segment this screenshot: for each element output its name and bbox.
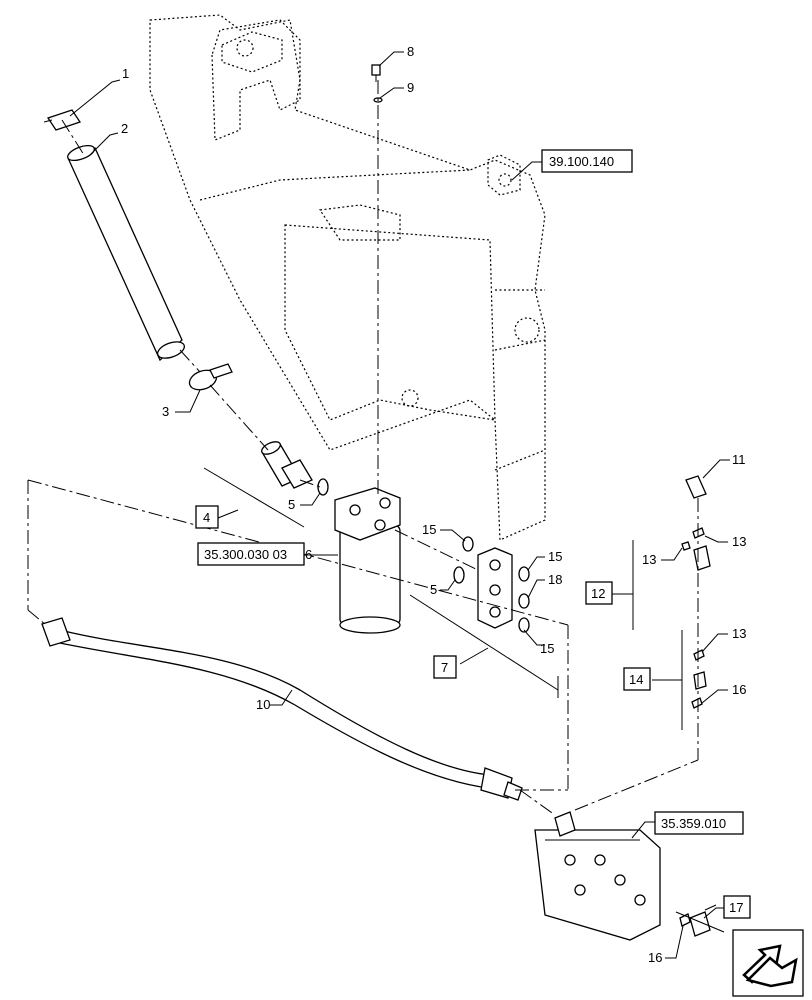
callout-1: 1 (122, 66, 129, 81)
callout-16b: 16 (648, 950, 662, 965)
reference-box-frame[interactable]: 39.100.140 (541, 149, 633, 173)
reference-box-valve[interactable]: 35.359.010 (654, 811, 744, 835)
hose-adapter (261, 441, 313, 489)
part-13-seal-c (693, 649, 705, 661)
part-15-o-ring-c (518, 617, 530, 633)
part-18-o-ring (518, 593, 530, 609)
callout-13a: 13 (732, 534, 746, 549)
callout-16a: 16 (732, 682, 746, 697)
callout-10: 10 (256, 697, 270, 712)
callout-13c: 13 (732, 626, 746, 641)
callout-9: 9 (407, 80, 414, 95)
part-5-o-ring (317, 478, 329, 496)
callout-labels: 1 2 3 5 6 8 9 10 11 13 13 13 15 5 15 18 … (121, 44, 746, 965)
svg-text:12: 12 (591, 586, 605, 601)
callout-2: 2 (121, 121, 128, 136)
svg-text:17: 17 (729, 900, 743, 915)
callout-13b: 13 (642, 552, 656, 567)
part-3-clamp (188, 363, 233, 391)
svg-text:14: 14 (629, 672, 643, 687)
callout-11: 11 (732, 452, 746, 467)
svg-text:4: 4 (203, 510, 210, 525)
manifold-block (477, 547, 513, 629)
mount-bracket (211, 19, 301, 141)
callout-5: 5 (288, 497, 295, 512)
svg-text:39.100.140: 39.100.140 (549, 154, 614, 169)
svg-text:35.359.010: 35.359.010 (661, 816, 726, 831)
part-15-o-ring-b (518, 566, 530, 582)
part-11-fitting (685, 475, 707, 499)
leader-lines (69, 51, 730, 959)
boxed-item-14: 14 (623, 667, 651, 691)
part-2-hose (67, 144, 186, 362)
svg-text:7: 7 (441, 660, 448, 675)
tank-fitting (487, 154, 521, 196)
part-15-o-ring-a (462, 536, 474, 552)
callout-15c: 15 (540, 641, 554, 656)
part-6-filter (334, 487, 401, 634)
callout-15b: 15 (548, 549, 562, 564)
chassis-frame (149, 14, 546, 541)
callout-18: 18 (548, 572, 562, 587)
assembly-lines (27, 80, 699, 816)
part-5-o-ring-b (453, 566, 465, 584)
part-8-bolt (371, 64, 381, 82)
part-14-fitting (693, 671, 707, 690)
boxed-item-7: 7 (433, 655, 457, 679)
svg-text:35.300.030 03: 35.300.030 03 (204, 547, 287, 562)
callout-5b: 5 (430, 582, 437, 597)
part-16-seal-a (691, 697, 703, 709)
part-10-hose (41, 617, 523, 801)
callout-6: 6 (305, 547, 312, 562)
callout-15a: 15 (422, 522, 436, 537)
control-valve (534, 811, 661, 941)
part-12-fitting (693, 545, 711, 571)
boxed-item-12: 12 (585, 581, 613, 605)
part-17-plug (689, 911, 711, 937)
callout-3: 3 (162, 404, 169, 419)
arrow-icon[interactable] (732, 929, 804, 997)
part-13-seal-b (681, 541, 691, 551)
reference-box-filter[interactable]: 35.300.030 03 (197, 542, 305, 566)
boxed-item-17: 17 (723, 895, 751, 919)
callout-8: 8 (407, 44, 414, 59)
boxed-item-4: 4 (195, 505, 219, 529)
